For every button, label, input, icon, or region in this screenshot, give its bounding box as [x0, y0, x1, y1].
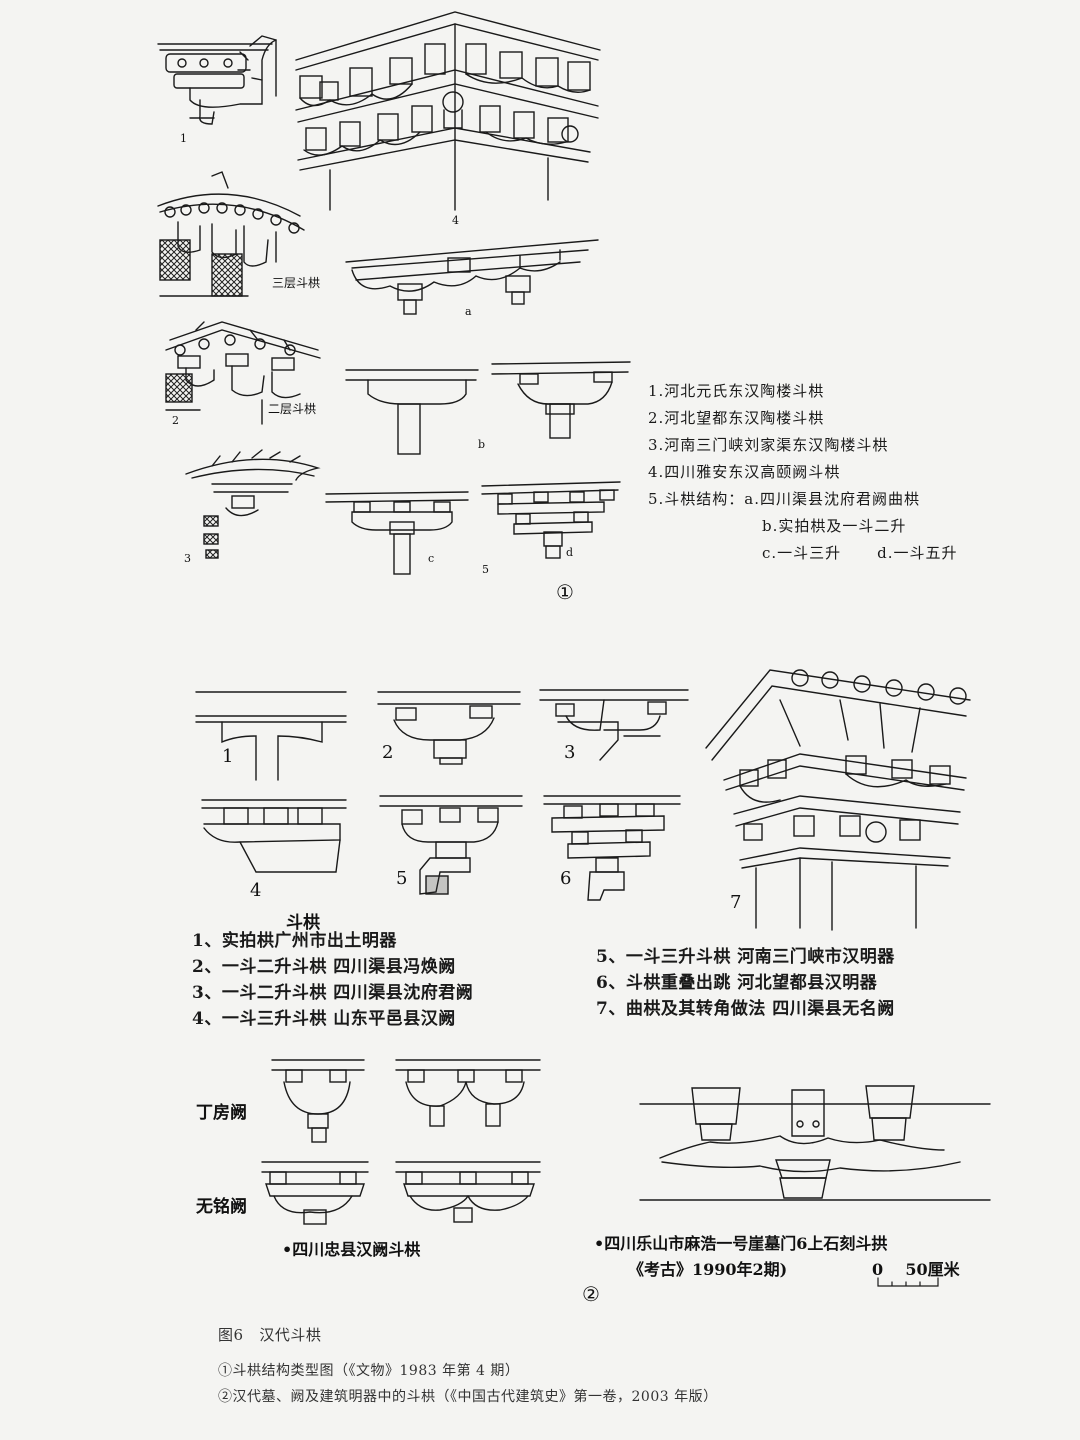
figure-caption: 图6 汉代斗栱 ①斗栱结构类型图（《文物》1983 年第 4 期） ②汉代墓、阙…: [218, 1322, 718, 1410]
caption-zhongxian: •四川忠县汉阙斗栱: [282, 1240, 421, 1259]
sub-letter-c: c: [428, 552, 435, 565]
tag-three-tier: 三层斗栱: [272, 276, 321, 290]
panel1-legend: 1.河北元氏东汉陶楼斗栱 2.河北望都东汉陶楼斗栱 3.河南三门峡刘家渠东汉陶楼…: [648, 378, 958, 567]
legend1-item-1: 1.河北元氏东汉陶楼斗栱: [648, 382, 825, 400]
bracket-drawing-2: [165, 321, 321, 425]
p2-fig-num-4: 4: [250, 880, 262, 901]
legend1-item-5d: d.一斗五升: [877, 544, 958, 562]
fig-num-2: 2: [172, 414, 179, 427]
tag-two-tier: 二层斗栱: [268, 402, 317, 416]
bracket-drawing-p2-6: [543, 795, 681, 901]
label-dingfang: 丁房阙: [196, 1103, 247, 1123]
panel2-legend-left: 1、实拍栱广州市出土明器 2、一斗二升斗栱 四川渠县冯焕阙 3、一斗二升斗栱 四…: [192, 928, 473, 1032]
legend2-item-1: 1、实拍栱广州市出土明器: [192, 931, 397, 951]
bracket-drawing-p2-4: [201, 799, 347, 873]
caption-line-2: ②汉代墓、阙及建筑明器中的斗栱（《中国古代建筑史》第一卷，2003 年版）: [218, 1389, 718, 1405]
bracket-drawing-dingfang: [271, 1059, 541, 1143]
panel2-legend-right: 5、一斗三升斗栱 河南三门峡市汉明器 6、斗栱重叠出跳 河北望都县汉明器 7、曲…: [596, 944, 895, 1022]
sub-letter-d: d: [566, 546, 574, 559]
caption-line-1: ①斗栱结构类型图（《文物》1983 年第 4 期）: [218, 1363, 520, 1379]
caption-title: 图6 汉代斗栱: [218, 1326, 322, 1344]
p2-fig-num-5: 5: [396, 868, 408, 889]
fig-num-1: 1: [180, 132, 187, 145]
fig-num-5: 5: [482, 563, 489, 576]
bracket-drawing-leshan: [639, 1085, 991, 1201]
sub-letter-a: a: [465, 305, 472, 318]
legend2-item-5: 5、一斗三升斗栱 河南三门峡市汉明器: [596, 947, 895, 967]
label-wuming: 无铭阙: [196, 1197, 247, 1217]
legend1-item-2: 2.河北望都东汉陶楼斗栱: [648, 409, 825, 427]
p2-fig-num-1: 1: [222, 746, 234, 767]
bracket-drawing-p2-2: [377, 691, 521, 765]
legend2-item-4: 4、一斗三升斗栱 山东平邑县汉阙: [192, 1009, 456, 1029]
bracket-drawing-4: [295, 11, 601, 211]
legend2-item-3: 3、一斗二升斗栱 四川渠县沈府君阙: [192, 983, 474, 1003]
legend1-item-5cd: c.一斗三升 d.一斗五升: [648, 540, 958, 567]
legend2-item-2: 2、一斗二升斗栱 四川渠县冯焕阙: [192, 957, 456, 977]
p2-fig-num-6: 6: [560, 868, 572, 889]
scale-bar: [877, 1277, 939, 1287]
p2-fig-num-2: 2: [382, 742, 394, 763]
caption-leshan: •四川乐山市麻浩一号崖墓门6上石刻斗拱: [594, 1234, 888, 1253]
legend1-item-3: 3.河南三门峡刘家渠东汉陶楼斗栱: [648, 436, 889, 454]
p2-fig-num-3: 3: [564, 742, 576, 763]
bracket-drawing-5c: [325, 491, 469, 575]
legend1-item-5b: b.实拍栱及一斗二升: [762, 517, 907, 535]
bracket-drawing-p2-3: [539, 689, 689, 761]
legend1-item-4: 4.四川雅安东汉高颐阙斗栱: [648, 463, 841, 481]
source-leshan: 《考古》1990年2期): [628, 1260, 788, 1279]
legend2-item-6: 6、斗栱重叠出跳 河北望都县汉明器: [596, 973, 878, 993]
panel2-marker: ②: [582, 1282, 600, 1306]
p2-title: 斗栱: [286, 913, 320, 933]
bracket-drawing-wuming: [261, 1161, 541, 1225]
p2-fig-num-7: 7: [730, 892, 742, 913]
legend1-item-5: 5.斗栱结构：a.四川渠县沈府君阙曲栱: [648, 490, 921, 508]
bracket-drawing-5d: [481, 481, 621, 559]
bracket-drawing-5a: [345, 239, 599, 315]
legend1-item-5c: c.一斗三升: [762, 544, 842, 562]
bracket-drawing-p2-1: [195, 691, 347, 781]
bracket-drawing-1: [157, 35, 277, 125]
sub-letter-b: b: [478, 438, 486, 451]
scale-text: 0 50厘米: [872, 1260, 960, 1279]
bracket-drawing-3: [185, 449, 321, 559]
fig-num-4: 4: [452, 214, 459, 227]
bracket-drawing-three-tier: [157, 171, 305, 297]
bracket-drawing-p2-7: [705, 669, 971, 931]
bracket-drawing-p2-5: [379, 795, 523, 895]
legend2-item-7: 7、曲栱及其转角做法 四川渠县无名阙: [596, 999, 895, 1019]
bracket-drawing-5b: [345, 361, 631, 455]
panel1-marker: ①: [556, 580, 574, 604]
fig-num-3: 3: [184, 552, 191, 565]
